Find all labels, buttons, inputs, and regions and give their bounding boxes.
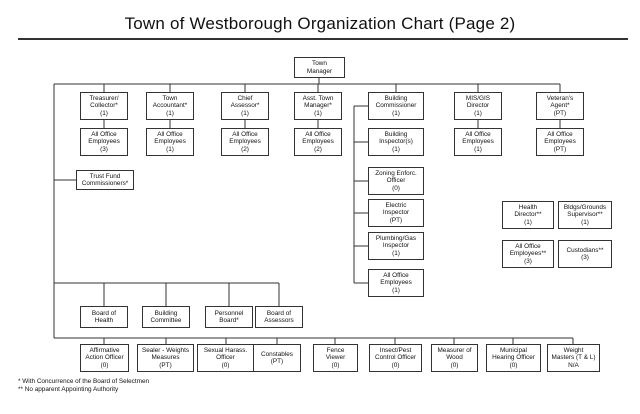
staff-zoning-enforcement-officer[interactable]: Zoning Enforc. Officer (0): [368, 167, 424, 195]
board-of-health-box[interactable]: Board of Health: [80, 306, 128, 328]
dept-head-chief-assessor[interactable]: Chief Assessor* (1): [221, 92, 269, 120]
staff-building-inspectors[interactable]: Building Inspector(s) (1): [368, 128, 424, 156]
health-director-box[interactable]: Health Director** (1): [502, 201, 554, 229]
building-committee-box[interactable]: Building Committee: [142, 306, 190, 328]
staff-veterans-all-office[interactable]: All Office Employees (PT): [536, 128, 584, 156]
staff-mis-all-office[interactable]: All Office Employees (1): [454, 128, 502, 156]
staff-assessor-all-office[interactable]: All Office Employees (2): [221, 128, 269, 156]
municipal-hearing-officer-box[interactable]: Municipal Hearing Officer (0): [486, 344, 541, 372]
insect-pest-control-officer-box[interactable]: Insect/Pest Control Officer (0): [369, 344, 422, 372]
footnote-selectmen: * With Concurrence of the Board of Selec…: [18, 378, 150, 385]
sexual-harassment-officer-box[interactable]: Sexual Harass. Officer (0): [197, 344, 254, 372]
dept-head-mis-gis-director[interactable]: MIS/GIS Director (1): [454, 92, 502, 120]
health-all-office-employees-box[interactable]: All Office Employees** (3): [502, 240, 554, 268]
dept-head-treasurer-collector[interactable]: Treasurer/ Collector* (1): [80, 92, 128, 120]
dept-head-town-accountant[interactable]: Town Accountant* (1): [146, 92, 194, 120]
dept-head-asst-town-manager[interactable]: Asst. Town Manager* (1): [294, 92, 342, 120]
board-of-assessors-box[interactable]: Board of Assessors: [255, 306, 303, 328]
dept-head-building-commissioner[interactable]: Building Commissioner (1): [368, 92, 424, 120]
footnote-no-authority: ** No apparent Appointing Authority: [18, 386, 119, 393]
bldgs-grounds-supervisor-box[interactable]: Bldgs/Grounds Supervisor** (1): [558, 201, 612, 229]
staff-plumbing-gas-inspector[interactable]: Plumbing/Gas Inspector (1): [368, 232, 424, 260]
staff-accountant-all-office[interactable]: All Office Employees (1): [146, 128, 194, 156]
staff-asst-manager-all-office[interactable]: All Office Employees (2): [294, 128, 342, 156]
sealer-weights-measures-box[interactable]: Sealer - Weights Measures (PT): [137, 344, 194, 372]
staff-treasurer-all-office[interactable]: All Office Employees (3): [80, 128, 128, 156]
measurer-of-wood-box[interactable]: Measurer of Wood (0): [431, 344, 478, 372]
weight-masters-box[interactable]: Weight Masters (T & L) N/A: [547, 344, 600, 372]
trust-fund-commissioners-box[interactable]: Trust Fund Commissioners*: [76, 170, 134, 190]
constables-box[interactable]: Constables (PT): [253, 344, 301, 372]
staff-electric-inspector[interactable]: Electric Inspector (PT): [368, 199, 424, 227]
custodians-box[interactable]: Custodians** (3): [558, 240, 612, 268]
fence-viewer-box[interactable]: Fence Viewer (0): [313, 344, 358, 372]
title-rule: [18, 38, 628, 40]
chart-title: Town of Westborough Organization Chart (…: [124, 14, 516, 33]
staff-building-all-office[interactable]: All Office Employees (1): [368, 269, 424, 297]
footnotes: * With Concurrence of the Board of Selec…: [18, 378, 149, 394]
affirmative-action-officer-box[interactable]: Affirmative Action Officer (0): [80, 344, 129, 372]
dept-head-veterans-agent[interactable]: Veteran's Agent* (PT): [536, 92, 584, 120]
personnel-board-box[interactable]: Personnel Board*: [205, 306, 253, 328]
town-manager-box[interactable]: Town Manager: [294, 57, 345, 78]
